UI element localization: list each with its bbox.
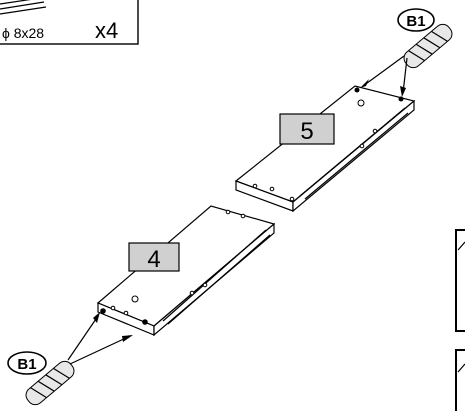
part-tag-4: 4 (128, 242, 180, 273)
dowel-illustration-icon (0, 0, 47, 15)
hardware-box: ϕ 8x28 x4 (0, 0, 139, 45)
dowel-quantity: x4 (95, 18, 118, 43)
cropped-frame-upper (455, 229, 465, 332)
part-tag-5: 5 (279, 113, 335, 145)
panel-part-5 (234, 85, 416, 213)
callout-label-bottom: B1 (17, 356, 36, 373)
cropped-frame-lower (455, 349, 465, 411)
part-number-5: 5 (300, 118, 313, 145)
callout-b1-top: B1 (360, 8, 453, 97)
dowel-pin-icon (403, 23, 453, 69)
panel-part-4 (96, 205, 276, 337)
callout-b1-bottom: B1 (7, 312, 133, 406)
dowel-spec: ϕ 8x28 (2, 25, 44, 41)
dowel-pin-icon (25, 360, 75, 406)
callout-label-top: B1 (406, 13, 425, 30)
part-number-4: 4 (147, 246, 160, 273)
